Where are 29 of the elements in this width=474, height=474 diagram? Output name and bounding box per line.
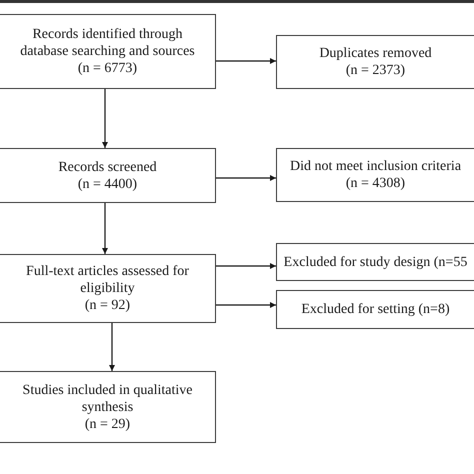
process-box: [276, 35, 474, 89]
count-text: (n = 29): [84, 416, 130, 432]
box-text: Records screened: [58, 158, 157, 176]
count-text: (n = 2373): [346, 62, 406, 79]
arrow: [216, 58, 276, 64]
process-box: [0, 14, 216, 89]
box-text: Studies included in qualitative synthesis: [22, 382, 194, 416]
box-text: Excluded for setting (n=8): [301, 301, 450, 318]
box-text: Duplicates removed: [319, 45, 432, 62]
box-text: Records identified through database searching and sources: [19, 26, 196, 60]
process-box: [0, 148, 216, 203]
arrow: [109, 323, 115, 371]
box-text: Excluded for study design (n=55: [284, 254, 468, 270]
arrow: [216, 263, 276, 269]
count-text: (n = 92): [84, 297, 130, 314]
count-text: (n = 6773): [78, 60, 138, 77]
process-box: [0, 254, 216, 323]
arrow: [102, 89, 108, 148]
arrow: [216, 302, 276, 308]
process-box: [276, 290, 474, 329]
arrow: [216, 175, 276, 181]
box-text: Did not meet inclusion criteria: [290, 158, 462, 175]
process-box: [0, 371, 216, 443]
count-text: (n = 4308): [346, 175, 406, 192]
arrow: [102, 203, 108, 254]
process-box: [276, 243, 474, 281]
count-text: (n = 4400): [78, 176, 138, 192]
process-box: [276, 148, 474, 202]
box-text: Full-text articles assessed for eligibility: [25, 263, 190, 297]
